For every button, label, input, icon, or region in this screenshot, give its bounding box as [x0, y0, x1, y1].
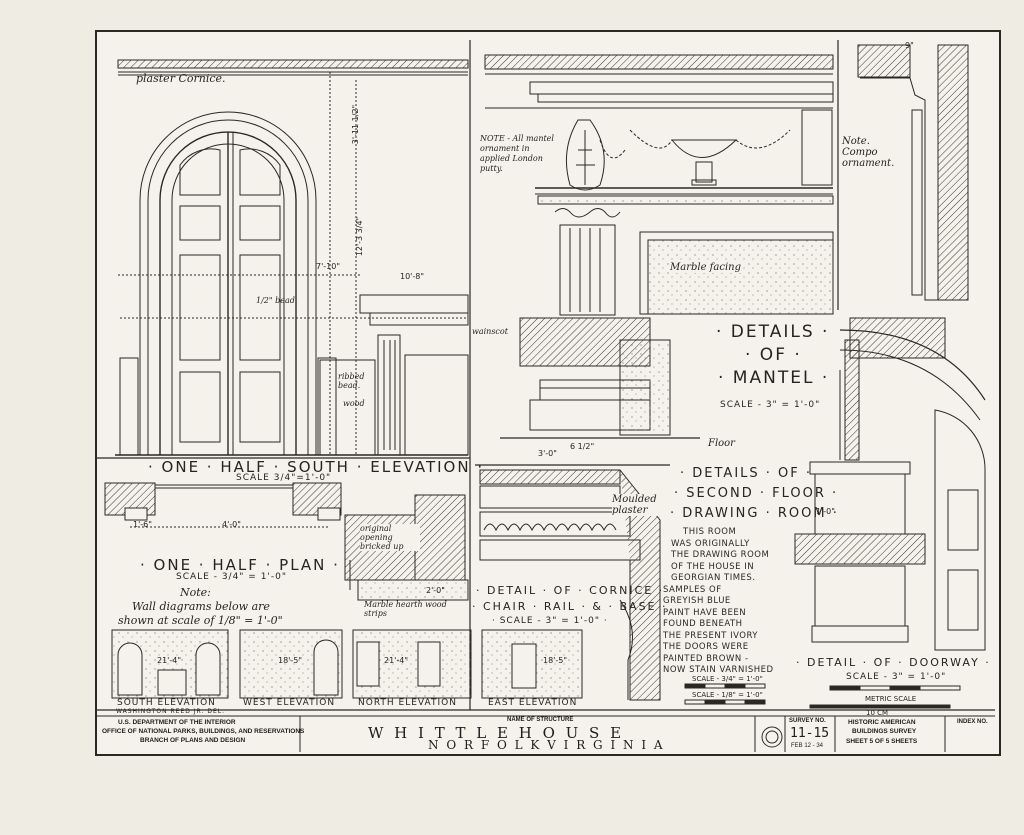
agency-line-2: OFFICE OF NATIONAL PARKS, BUILDINGS, AND… — [102, 728, 305, 735]
index-no-label: INDEX NO. — [957, 719, 988, 725]
marble-facing-label: Marble facing — [670, 262, 741, 273]
mantel-title-2: · OF · — [745, 345, 802, 365]
moulded-plaster-label: Moulded plaster — [612, 494, 662, 516]
drawing-room-title-2: · SECOND · FLOOR · — [674, 486, 839, 501]
survey-no: 11-15 — [790, 726, 830, 741]
cornice-title-1: · DETAIL · OF · CORNICE · — [476, 584, 665, 597]
doorway-title: · DETAIL · OF · DOORWAY · — [796, 656, 991, 669]
scale-bar-label-2: SCALE - 1/8" = 1'-0" — [692, 691, 763, 699]
drawing-room-note-line: THE DOORS WERE — [663, 642, 749, 652]
dimension-label: 9" — [905, 41, 914, 50]
structure-name-label: NAME OF STRUCTURE — [507, 717, 574, 723]
cornice-title-2: · CHAIR · RAIL · & · BASE · — [472, 600, 668, 613]
structure-name: W H I T T L E H O U S E — [368, 724, 625, 742]
survey-date: FEB 12 - 34 — [791, 743, 824, 749]
drawing-room-note-line: PAINTED BROWN - — [663, 653, 749, 664]
drawing-room-note-line: NOW STAIN VARNISHED — [663, 665, 774, 675]
drawing-room-title-3: · DRAWING · ROOM · — [670, 506, 839, 521]
marble-hearth-label: Marble hearth wood strips — [364, 600, 447, 618]
agency-line-3: BRANCH OF PLANS AND DESIGN — [140, 737, 246, 744]
habs-line-1: HISTORIC AMERICAN — [848, 719, 916, 726]
note-title: Note: — [180, 586, 211, 599]
mantel-title-3: · MANTEL · — [718, 368, 830, 388]
wall-label-west: WEST ELEVATION — [243, 698, 336, 708]
south-elevation-scale: SCALE 3/4"=1'-0" — [236, 473, 332, 483]
mantel-scale: SCALE - 3" = 1'-0" — [720, 400, 821, 410]
drawing-room-note-line: GREYISH BLUE — [663, 596, 731, 606]
metric-scale-label: METRIC SCALE — [865, 695, 917, 703]
wall-dim-east: 18'-5" — [543, 656, 568, 665]
drawing-room-note-line: THIS ROOM — [683, 527, 737, 537]
original-opening-label: original opening bricked up — [360, 524, 420, 551]
drawing-room-note-line: OF THE HOUSE IN — [671, 561, 755, 572]
mantel-note: NOTE - All mantel ornament in applied Lo… — [480, 134, 554, 173]
dimension-label: 3'-11 1/2" — [351, 104, 361, 145]
habs-line-2: BUILDINGS SURVEY — [852, 728, 917, 735]
metric-scale-unit: 10 CM — [866, 709, 889, 717]
compo-note: Note. Compo ornament. — [842, 136, 895, 169]
dimension-label: 12'-3 3/4" — [355, 216, 365, 257]
dimension-label: 6 1/2" — [570, 442, 595, 451]
drawing-room-title-1: · DETAILS · OF · — [680, 466, 813, 481]
half-plan-title: · ONE · HALF · PLAN · — [140, 556, 340, 574]
dimension-label: 7'-10" — [316, 262, 341, 271]
note-line-1: Wall diagrams below are — [132, 600, 270, 613]
drawing-room-note-line: THE PRESENT IVORY — [663, 630, 758, 641]
wall-dim-south: 21'-4" — [157, 656, 182, 665]
drawing-room-note-line: WAS ORIGINALLY — [671, 538, 750, 549]
sheet-number: SHEET 5 OF 5 SHEETS — [846, 738, 918, 745]
dimension-label: 1'-0" — [816, 507, 835, 516]
note-line-2: shown at scale of 1/8" = 1'-0" — [118, 614, 283, 627]
dimension-label: 1'-6" — [133, 520, 152, 529]
wall-label-east: EAST ELEVATION — [488, 698, 578, 708]
south-elevation-title: · ONE · HALF · SOUTH · ELEVATION · — [148, 458, 485, 476]
dimension-label: 2'-0" — [426, 586, 445, 595]
drawing-room-note-line: THE DRAWING ROOM — [671, 550, 770, 560]
structure-location: N O R F O L K V I R G I N I A — [428, 738, 665, 752]
drafter-credit: WASHINGTON REED JR. DEL. — [116, 708, 225, 715]
dimension-label: 3'-0" — [538, 449, 557, 458]
wall-label-north: NORTH ELEVATION — [358, 698, 457, 708]
cornice-scale: · SCALE - 3" = 1'-0" · — [492, 616, 608, 626]
drawing-room-note-line: FOUND BENEATH — [663, 619, 743, 629]
drawing-room-note-line: SAMPLES OF — [663, 584, 722, 595]
drawing-room-note-line: PAINT HAVE BEEN — [663, 607, 747, 618]
wall-label-south: SOUTH ELEVATION — [117, 698, 216, 708]
scale-bar-label-1: SCALE - 3/4" = 1'-0" — [692, 675, 763, 683]
wainscot-label: wainscot — [472, 327, 508, 336]
half-bead-label: 1/2" bead. — [256, 296, 298, 305]
dimension-label: 4'-0" — [222, 520, 241, 529]
plaster-cornice-label: plaster Cornice. — [136, 72, 226, 85]
half-plan-scale: SCALE - 3/4" = 1'-0" — [176, 572, 288, 582]
ribbed-bead-label: ribbed bead. — [338, 372, 365, 390]
wood-label: wood — [343, 399, 365, 408]
agency-line-1: U.S. DEPARTMENT OF THE INTERIOR — [118, 719, 236, 726]
doorway-scale: SCALE - 3" = 1'-0" — [846, 672, 947, 682]
drawing-room-note-line: GEORGIAN TIMES. — [671, 573, 756, 583]
mantel-title-1: · DETAILS · — [716, 322, 830, 342]
survey-no-label: SURVEY NO. — [789, 718, 826, 724]
floor-label: Floor — [708, 438, 735, 449]
wall-dim-north: 21'-4" — [384, 656, 409, 665]
dimension-label: 10'-8" — [400, 272, 425, 281]
wall-dim-west: 18'-5" — [278, 656, 303, 665]
